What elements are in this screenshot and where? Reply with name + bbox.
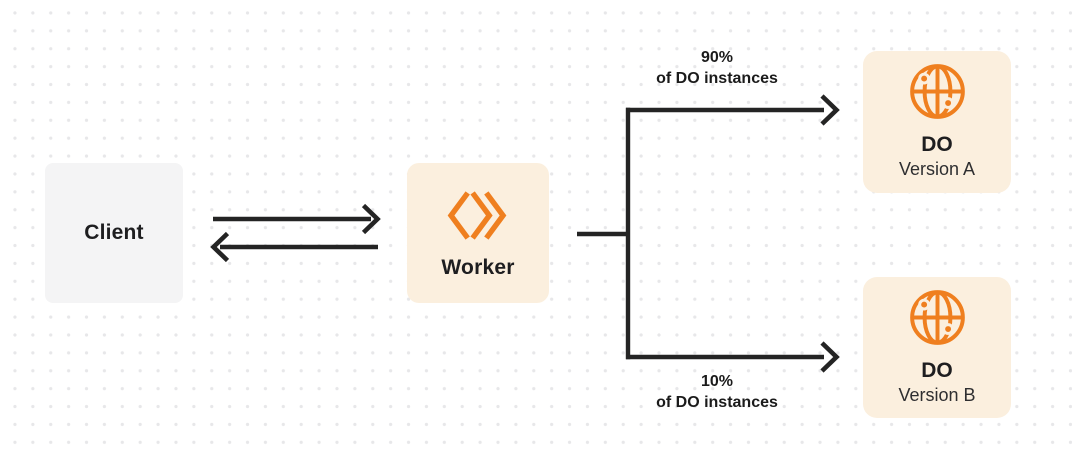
branch-label-10-line2: of DO instances [656, 393, 778, 411]
arrow-worker-to-client [210, 231, 378, 263]
branch-label-90: 90% of DO instances [597, 48, 837, 89]
branch-label-10: 10% of DO instances [597, 372, 837, 413]
do-version-a-node: DO Version A [863, 51, 1011, 193]
workers-icon [447, 190, 506, 240]
do-a-title: DO [921, 133, 953, 156]
client-node: Client [45, 163, 183, 303]
worker-node: Worker [407, 163, 549, 303]
branch-label-90-line1: 90% [700, 49, 734, 66]
globe-icon [909, 290, 965, 345]
arrow-to-do-version-a [626, 94, 840, 126]
arrow-client-to-worker [213, 203, 381, 235]
branch-label-10-line1: 10% [700, 373, 734, 390]
do-version-b-node: DO Version B [863, 277, 1011, 418]
do-b-subtitle: Version B [898, 385, 976, 405]
do-b-title: DO [921, 359, 953, 382]
do-a-subtitle: Version A [898, 159, 976, 179]
branch-label-90-line2: of DO instances [656, 69, 778, 87]
arrow-to-do-version-b [626, 341, 840, 373]
globe-icon [909, 64, 965, 119]
branch-line [577, 107, 631, 360]
client-label: Client [84, 221, 144, 244]
worker-label: Worker [441, 255, 515, 279]
